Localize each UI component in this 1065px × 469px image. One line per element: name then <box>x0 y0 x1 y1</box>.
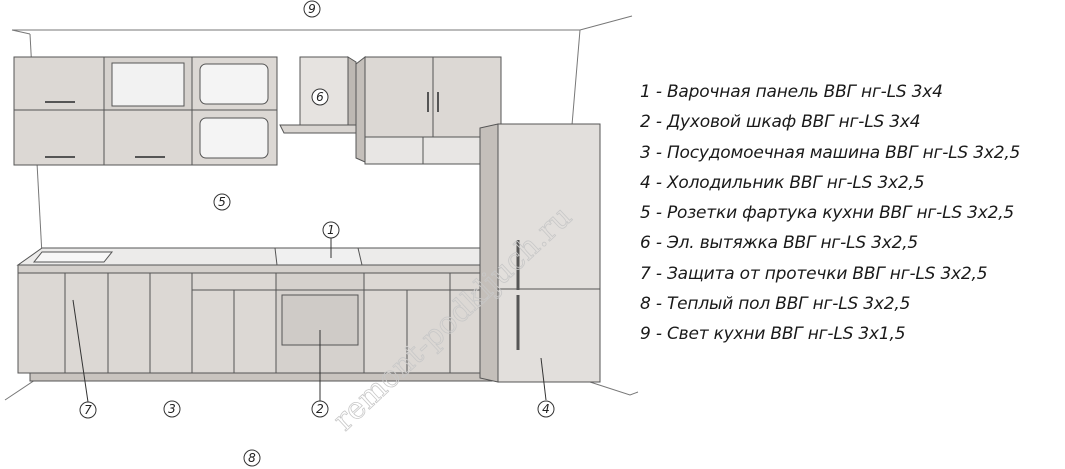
legend-item: 3 - Посудомоечная машина ВВГ нг-LS 3х2,5 <box>640 142 1021 163</box>
callout-4: 4 <box>537 400 555 418</box>
legend-item: 4 - Холодильник ВВГ нг-LS 3х2,5 <box>640 172 925 193</box>
upper-cabinets-left <box>13 56 278 166</box>
legend-item: 2 - Духовой шкаф ВВГ нг-LS 3х4 <box>640 112 921 133</box>
svg-text:1: 1 <box>327 223 335 237</box>
callout-1: 1 <box>322 221 340 239</box>
legend-item: 9 - Свет кухни ВВГ нг-LS 3х1,5 <box>640 324 906 345</box>
upper-cabinets-right <box>355 55 502 165</box>
callout-6: 6 <box>311 88 329 106</box>
legend-item: 8 - Теплый пол ВВГ нг-LS 3х2,5 <box>640 294 911 315</box>
svg-text:2: 2 <box>316 402 324 416</box>
svg-text:4: 4 <box>542 402 550 416</box>
svg-text:3: 3 <box>168 402 176 416</box>
callout-leaders <box>72 238 547 403</box>
legend-item: 6 - Эл. вытяжка ВВГ нг-LS 3х2,5 <box>640 233 919 254</box>
svg-text:6: 6 <box>316 90 324 104</box>
callout-9: 9 <box>303 0 321 18</box>
svg-text:8: 8 <box>248 451 256 465</box>
legend-item: 1 - Варочная панель ВВГ нг-LS 3х4 <box>640 82 943 102</box>
legend: 1 - Варочная панель ВВГ нг-LS 3х4 2 - Ду… <box>640 79 1020 352</box>
callouts: 1 2 3 4 5 6 7 8 9 <box>79 0 555 467</box>
svg-text:7: 7 <box>84 403 92 417</box>
callout-8: 8 <box>243 449 261 467</box>
callout-3: 3 <box>163 400 181 418</box>
legend-item: 5 - Розетки фартука кухни ВВГ нг-LS 3х2,… <box>640 203 1015 224</box>
svg-text:9: 9 <box>308 2 316 16</box>
callout-2: 2 <box>311 400 329 418</box>
refrigerator <box>479 123 601 383</box>
callout-5: 5 <box>213 193 231 211</box>
countertop <box>16 247 486 274</box>
legend-item: 7 - Защита от протечки ВВГ нг-LS 3х2,5 <box>640 263 988 284</box>
svg-text:5: 5 <box>218 195 226 209</box>
callout-7: 7 <box>79 401 97 419</box>
